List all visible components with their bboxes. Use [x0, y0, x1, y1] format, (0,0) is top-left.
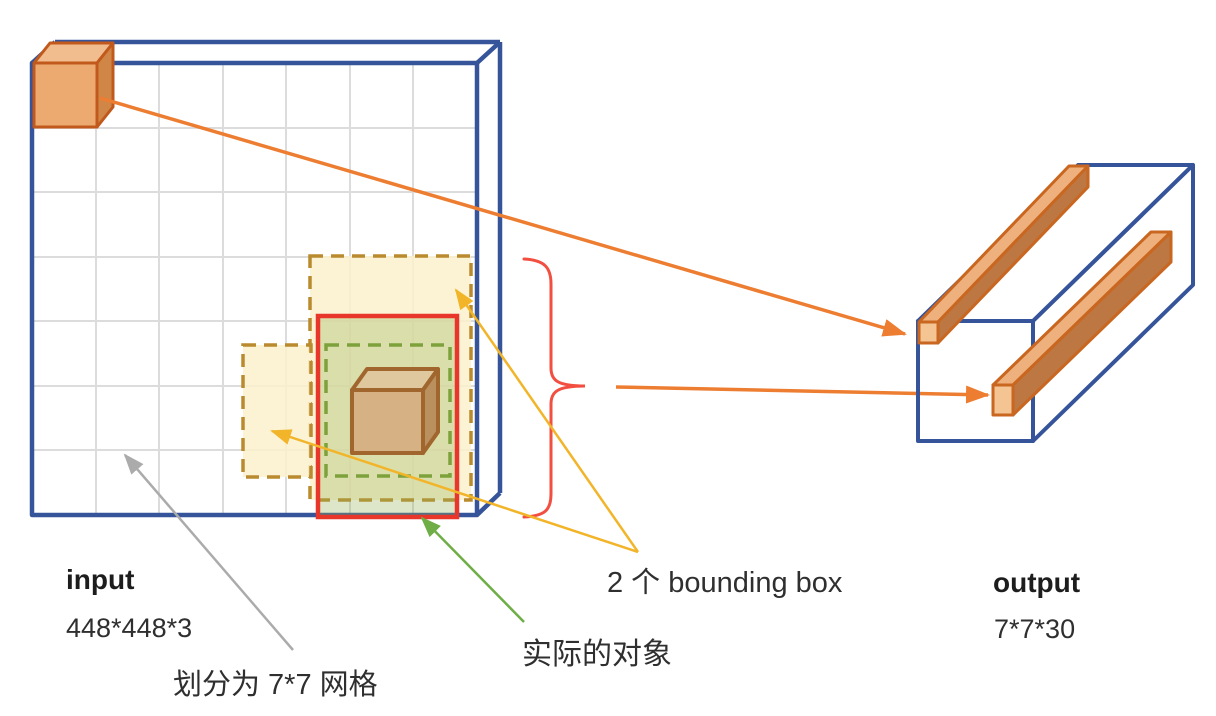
bbox-bar-2: [991, 230, 1173, 417]
output-title-label: output: [993, 567, 1080, 598]
grid-cell-cube: [32, 41, 115, 129]
cell-to-output-arrow: [99, 96, 907, 337]
cell-outputs-brace: [522, 257, 586, 519]
bbox1-pointer-arrow: [454, 288, 640, 553]
output-tensor: [916, 163, 1195, 443]
object-cube: [350, 367, 440, 455]
output-dims-label: 7*7*30: [994, 614, 1075, 644]
bounding-box-2: [241, 343, 313, 479]
input-volume-box: [29, 39, 503, 518]
bbox-bar-1: [917, 164, 1090, 345]
object-note-label: 实际的对象: [522, 638, 672, 671]
bbox-note-label: 2 个 bounding box: [607, 567, 843, 599]
bounding-boxes: [241, 254, 473, 520]
input-title-label: input: [66, 564, 134, 595]
connectors: [99, 96, 990, 651]
bbox2-pointer-arrow: [270, 429, 639, 554]
grid-note-label: 划分为 7*7 网格: [173, 668, 378, 701]
input-grid: [29, 39, 503, 518]
grid-pointer-arrow: [123, 453, 294, 651]
object-extent-dashed-box: [324, 343, 452, 478]
labels: input 448*448*3 划分为 7*7 网格 2 个 bounding …: [66, 564, 1080, 701]
object-pointer-arrow: [420, 516, 525, 623]
input-dims-label: 448*448*3: [66, 613, 192, 643]
brace-to-output-arrow: [615, 385, 990, 404]
